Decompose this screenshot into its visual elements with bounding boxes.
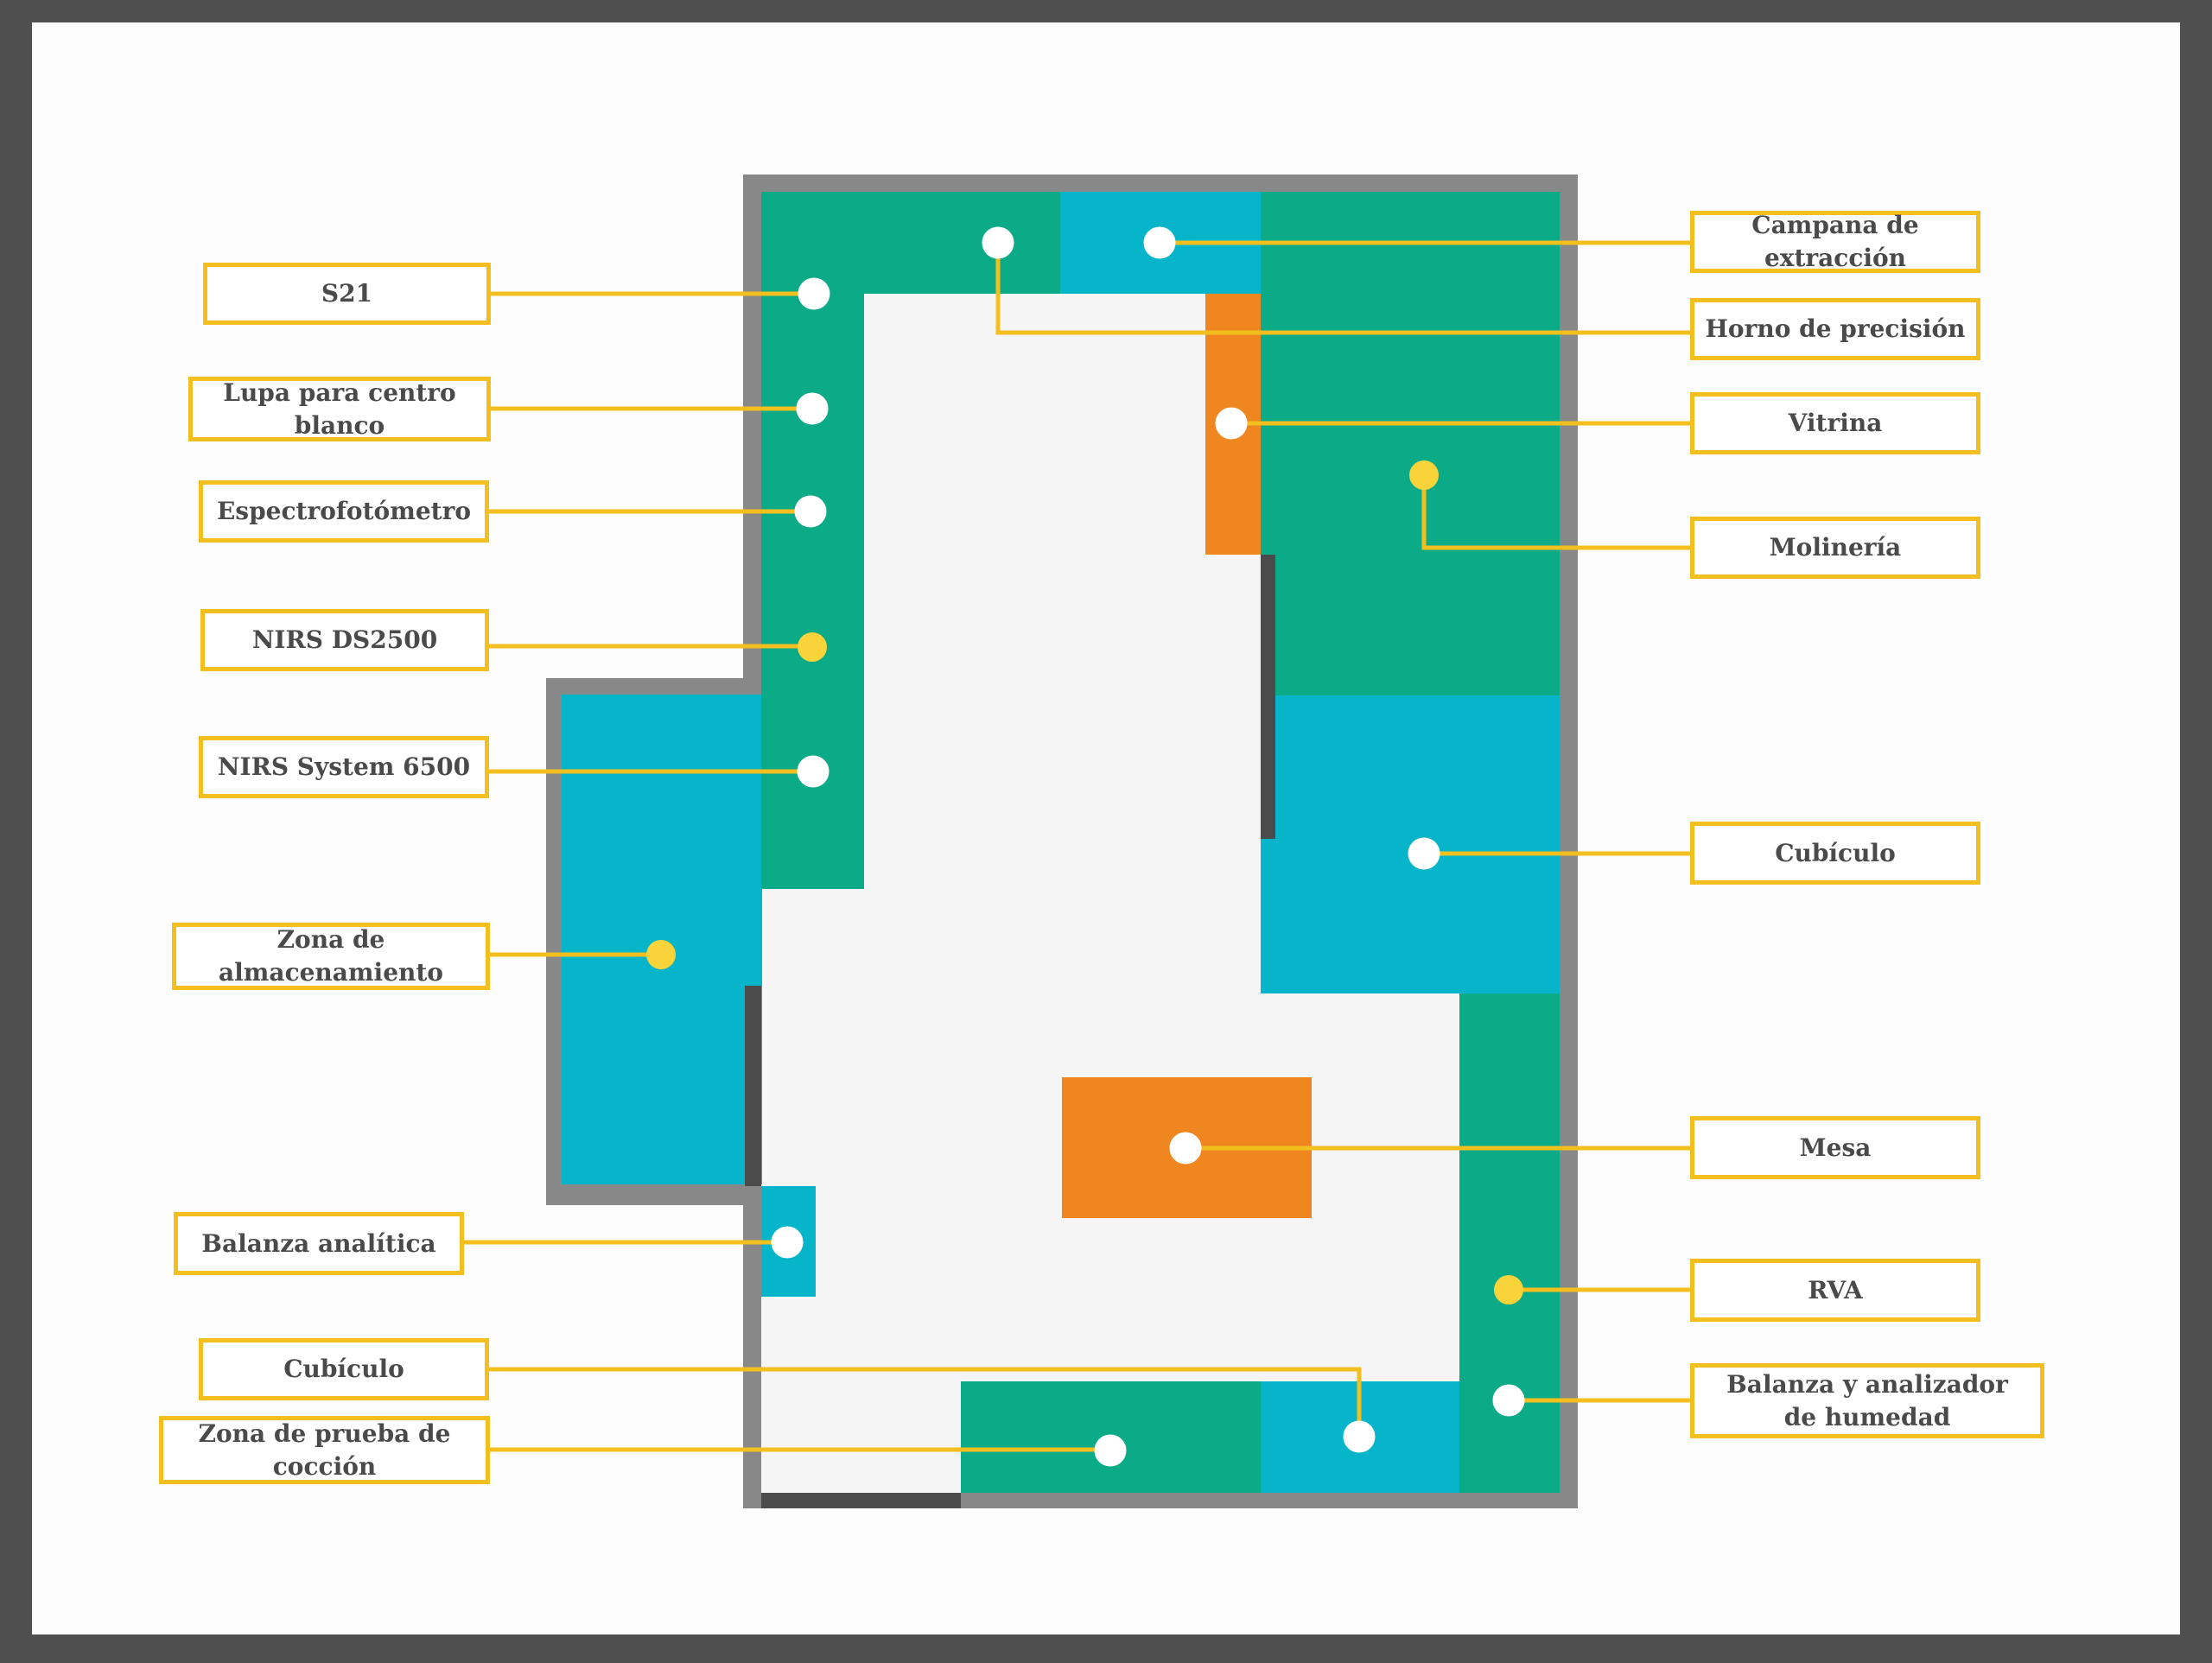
markers: [646, 226, 1525, 1467]
marker-prueba-coccion: [1094, 1434, 1127, 1467]
opening-bottom: [761, 1493, 961, 1508]
zone-cubiculo-right: [1261, 695, 1560, 993]
marker-lupa: [796, 392, 829, 425]
marker-campana: [1143, 226, 1176, 259]
zone-almacenamiento: [562, 695, 762, 1184]
label-mesa: Mesa: [1690, 1116, 1980, 1179]
label-rva: RVA: [1690, 1259, 1980, 1322]
openings: [745, 555, 1275, 1508]
label-campana-extraccion: Campana de extracción: [1690, 211, 1980, 273]
label-vitrina: Vitrina: [1690, 392, 1980, 454]
label-s21: S21: [203, 263, 491, 325]
leader-cubiculo-bottom: [488, 1367, 1362, 1437]
marker-vitrina: [1215, 407, 1248, 440]
marker-cubiculo-bottom: [1343, 1420, 1376, 1453]
label-molineria: Molinería: [1690, 517, 1980, 579]
marker-nirs-ds2500: [798, 632, 827, 662]
label-nirs-system-6500: NIRS System 6500: [199, 736, 489, 798]
marker-s21: [798, 277, 830, 310]
marker-espectro: [794, 495, 827, 528]
marker-almacenamiento: [646, 940, 676, 969]
leader-lines: [462, 240, 1692, 1452]
leader-horno: [995, 243, 1692, 335]
opening-left: [745, 986, 761, 1186]
label-zona-almacenamiento: Zona de almacenamiento: [172, 923, 490, 990]
marker-cubiculo-right: [1408, 837, 1440, 870]
label-espectrofotometro: Espectrofotómetro: [199, 480, 489, 543]
label-nirs-ds2500: NIRS DS2500: [200, 609, 489, 671]
opening-right: [1261, 555, 1275, 839]
label-horno-precision: Horno de precisión: [1690, 298, 1980, 360]
marker-mesa: [1169, 1132, 1202, 1165]
marker-nirs-6500: [797, 755, 830, 788]
label-zona-prueba-coccion: Zona de prueba de cocción: [159, 1416, 490, 1484]
leader-molineria: [1421, 475, 1692, 550]
label-cubiculo-right: Cubículo: [1690, 822, 1980, 885]
zones: [562, 192, 1560, 1493]
label-cubiculo-bottom: Cubículo: [199, 1338, 489, 1400]
label-lupa: Lupa para centro blanco: [188, 377, 491, 441]
marker-horno: [982, 226, 1014, 259]
zone-right-counter: [1459, 993, 1560, 1493]
marker-rva: [1494, 1275, 1523, 1304]
label-balanza-analitica: Balanza analítica: [174, 1212, 464, 1275]
label-balanza-humedad: Balanza y analizador de humedad: [1690, 1363, 2044, 1438]
marker-balanza-analitica: [771, 1226, 804, 1259]
zone-molineria: [1261, 192, 1560, 695]
marker-molineria: [1409, 460, 1439, 490]
marker-balanza-humedad: [1492, 1384, 1525, 1417]
